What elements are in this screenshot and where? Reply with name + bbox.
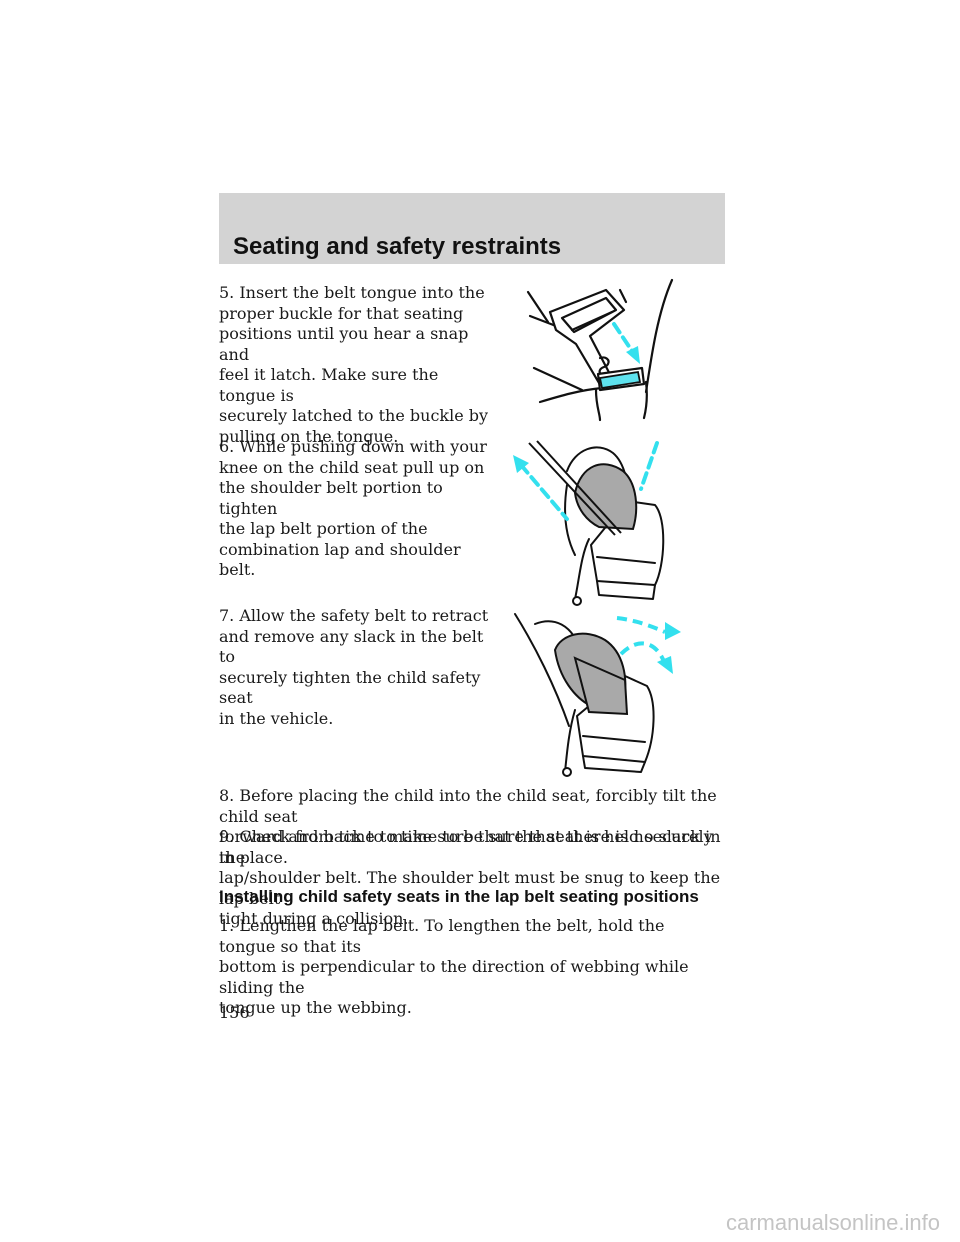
step-7-text: 7. Allow the safety belt to retract and … [219,606,489,728]
footer-watermark: carmanualsonline.info [725,1210,940,1235]
buckle-insertion-illustration [526,278,674,422]
step-6-text: 6. While pushing down with your knee on … [219,437,487,579]
page-number: 156 [219,1003,250,1022]
step-9-text: 9. Check from time to time to be sure th… [219,827,721,928]
shoulder-belt-tighten-illustration [513,440,665,606]
lap-belt-step-1-text: 1. Lengthen the lap belt. To lengthen th… [219,916,689,1017]
section-header-band: Seating and safety restraints [219,193,725,264]
step-8-text: 8. Before placing the child into the chi… [219,786,717,867]
step-5-text: 5. Insert the belt tongue into the prope… [219,283,489,446]
lap-belt-section-heading: Installing child safety seats in the lap… [219,887,699,906]
seat-retract-illustration [514,613,681,777]
section-title: Seating and safety restraints [233,233,562,260]
